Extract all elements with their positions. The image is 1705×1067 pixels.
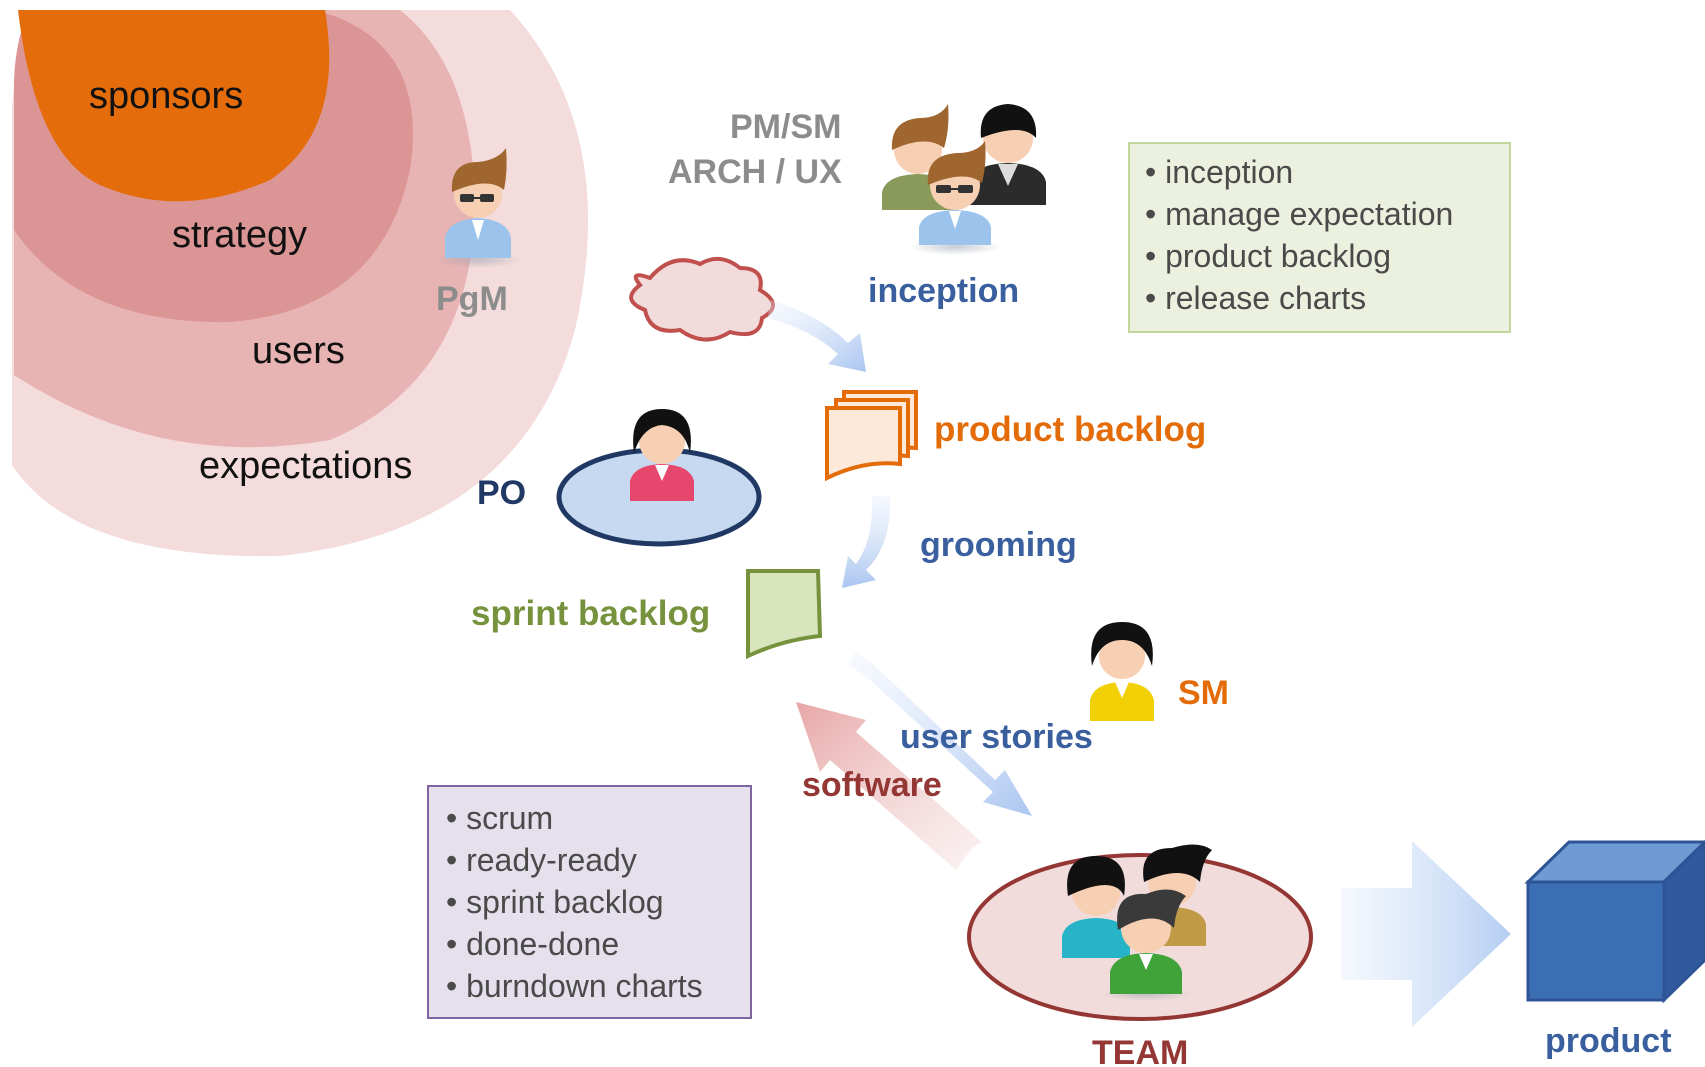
list-item: scrum: [446, 802, 751, 834]
software-label: software: [802, 766, 942, 804]
list-item: inception: [1145, 156, 1510, 188]
sprint-practices-box: scrum ready-ready sprint backlog done-do…: [428, 786, 751, 1018]
arrow-icon: [848, 652, 1032, 816]
product-backlog-label: product backlog: [934, 410, 1207, 449]
sponsors-label: sponsors: [89, 75, 244, 117]
inception-activities-box: inception manage expectation product bac…: [1129, 143, 1510, 332]
sm-label: SM: [1178, 674, 1229, 712]
list-item: release charts: [1145, 282, 1510, 314]
arrow-icon: [796, 702, 982, 870]
cube-icon: [1524, 839, 1705, 1004]
product-label: product: [1545, 1022, 1672, 1060]
pgm-label: PgM: [436, 280, 508, 318]
expectations-label: expectations: [199, 445, 413, 487]
sprint-backlog-label: sprint backlog: [471, 594, 711, 633]
user-stories-label: user stories: [900, 718, 1093, 756]
document-icon: [746, 569, 823, 660]
sm-person-icon: [1088, 622, 1156, 723]
pgm-person-icon: [434, 148, 522, 268]
list-item: burndown charts: [446, 970, 751, 1002]
list-item: ready-ready: [446, 844, 751, 876]
list-item: manage expectation: [1145, 198, 1510, 230]
list-item: done-done: [446, 928, 751, 960]
team-group-icon: [1062, 844, 1212, 1001]
users-label: users: [252, 330, 345, 372]
po-label: PO: [477, 474, 527, 512]
list-item: sprint backlog: [446, 886, 751, 918]
pm-sm-label: PM/SM: [730, 108, 842, 146]
inception-group-icon: [882, 104, 1046, 255]
strategy-label: strategy: [172, 214, 308, 256]
arch-ux-label: ARCH / UX: [668, 153, 842, 191]
document-stack-icon: [825, 390, 918, 482]
team-label: TEAM: [1092, 1034, 1189, 1067]
cloud-icon: [629, 256, 775, 342]
arrow-icon: [842, 496, 891, 588]
grooming-label: grooming: [920, 526, 1077, 564]
arrow-icon: [768, 300, 866, 372]
stakeholder-rings: [12, 10, 589, 557]
inception-label: inception: [868, 272, 1020, 310]
po-person-icon: [630, 409, 694, 501]
list-item: product backlog: [1145, 240, 1510, 272]
arrow-icon: [1341, 841, 1511, 1027]
